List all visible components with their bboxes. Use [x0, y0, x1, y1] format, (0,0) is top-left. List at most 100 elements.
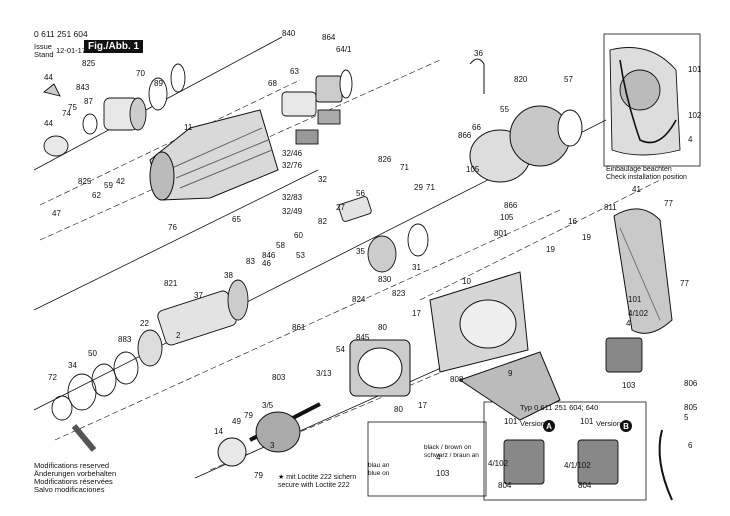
wire-blue-en: blue on: [368, 470, 390, 477]
part-callout-29: 32: [318, 175, 327, 184]
part-callout-39: 826: [378, 155, 392, 164]
stator-armature: [217, 339, 411, 467]
part-callout-94: 4: [626, 319, 631, 328]
footer-note-es: Salvo modificaciones: [34, 485, 105, 494]
version-badges: A B: [543, 420, 632, 432]
part-callout-87: 79: [244, 411, 253, 420]
version-b-label: Version: [596, 419, 622, 428]
part-callout-14: 11: [184, 123, 193, 132]
part-callout-4: 87: [84, 97, 93, 106]
part-callout-43: 56: [356, 189, 365, 198]
part-callout-89: 14: [214, 427, 223, 436]
part-callout-23: 105: [500, 213, 514, 222]
figure-tag: Fig./Abb. 1: [84, 40, 144, 53]
part-callout-2: 843: [76, 83, 90, 92]
motor-inset-drawing: [609, 47, 681, 156]
part-callout-51: 16: [568, 217, 577, 226]
document-number: 0 611 251 604: [34, 29, 88, 39]
part-callout-70: 2: [176, 331, 181, 340]
part-callout-75: 10: [462, 277, 471, 286]
part-callout-58: 77: [680, 279, 689, 288]
part-callout-93: 4/102: [628, 309, 649, 318]
part-callout-67: 821: [164, 279, 178, 288]
issue-date: 12-01-17: [56, 46, 87, 55]
part-callout-13: 63: [290, 67, 299, 76]
part-callout-47: 830: [378, 275, 392, 284]
part-callout-1: 825: [82, 59, 96, 68]
part-callout-33: 76: [168, 223, 177, 232]
part-callout-84: 803: [272, 373, 286, 382]
part-callout-74: 72: [48, 373, 57, 382]
part-callout-31: 32/49: [282, 207, 303, 216]
tool-holder-parts: [43, 63, 186, 157]
stand-label: Stand: [34, 50, 54, 59]
part-callout-72: 50: [88, 349, 97, 358]
part-callout-30: 32/83: [282, 193, 303, 202]
part-callout-91: 79: [254, 471, 263, 480]
wire-black-brown: black / brown on: [424, 444, 472, 451]
part-callout-78: 845: [356, 333, 370, 342]
part-callout-92: 101: [628, 295, 642, 304]
footer-note-de: Änderungen vorbehalten: [34, 469, 117, 478]
part-callout-53: 19: [582, 233, 591, 242]
part-callout-50: 861: [292, 323, 306, 332]
part-callout-19: 66: [472, 123, 481, 132]
bearing-parts: [281, 69, 353, 145]
part-callout-12: 68: [268, 79, 277, 88]
loctite-note-en: secure with Loctite 222: [278, 482, 350, 489]
svg-text:B: B: [623, 422, 629, 431]
part-callout-3: 75: [68, 103, 77, 112]
version-b-badge: [620, 420, 632, 432]
part-callout-26: 4: [688, 135, 693, 144]
issue-label: Issue: [34, 42, 52, 51]
part-callout-15: 36: [474, 49, 483, 58]
part-callout-36: 42: [116, 177, 125, 186]
part-callout-105: 804: [578, 481, 592, 490]
part-callout-25: 102: [688, 111, 702, 120]
part-callout-6: 89: [154, 79, 163, 88]
version-a-label: Version: [520, 419, 546, 428]
part-callout-54: 19: [546, 245, 555, 254]
part-callout-97: 805: [684, 403, 698, 412]
part-callout-68: 37: [194, 291, 203, 300]
svg-text:A: A: [546, 422, 552, 431]
part-callout-7: 74: [62, 109, 71, 118]
spindle-parts: [157, 196, 429, 346]
part-callout-11: 64/1: [336, 45, 352, 54]
part-callout-17: 57: [564, 75, 573, 84]
part-callout-103: 804: [498, 481, 512, 490]
part-callout-35: 59: [104, 181, 113, 190]
part-callout-40: 71: [400, 163, 409, 172]
ring-stack: [51, 329, 163, 452]
part-callout-86: 3/5: [262, 401, 274, 410]
part-callout-69: 22: [140, 319, 149, 328]
part-callout-60: 60: [294, 231, 303, 240]
gear-housing: [149, 109, 279, 201]
part-callout-107: 103: [436, 469, 450, 478]
part-callout-10: 864: [322, 33, 336, 42]
part-callout-63: 846: [262, 251, 276, 260]
part-callout-82: 80: [394, 405, 403, 414]
part-callout-99: 6: [688, 441, 693, 450]
part-callout-59: 82: [318, 217, 327, 226]
part-callout-42: 71: [426, 183, 435, 192]
part-callout-106: 4: [436, 453, 441, 462]
part-callout-5: 70: [136, 69, 145, 78]
part-callout-22: 866: [504, 201, 518, 210]
wire-blue-de: blau an: [368, 462, 390, 469]
part-callout-100: 101: [504, 417, 518, 426]
part-callout-46: 824: [352, 295, 366, 304]
part-callout-24: 101: [688, 65, 702, 74]
part-callout-73: 34: [68, 361, 77, 370]
part-callout-90: 3: [270, 441, 275, 450]
loctite-note: ★ mit Loctite 222 sichern secure with Lo…: [278, 474, 356, 490]
part-callout-102: 4/102: [488, 459, 509, 468]
part-callout-56: 41: [632, 185, 641, 194]
part-callout-62: 58: [276, 241, 285, 250]
part-callout-85: 3/13: [316, 369, 332, 378]
part-callout-98: 5: [684, 413, 689, 422]
part-callout-80: 9: [508, 369, 513, 378]
part-callout-104: 4/1/102: [564, 461, 591, 470]
part-callout-81: 808: [450, 375, 464, 384]
